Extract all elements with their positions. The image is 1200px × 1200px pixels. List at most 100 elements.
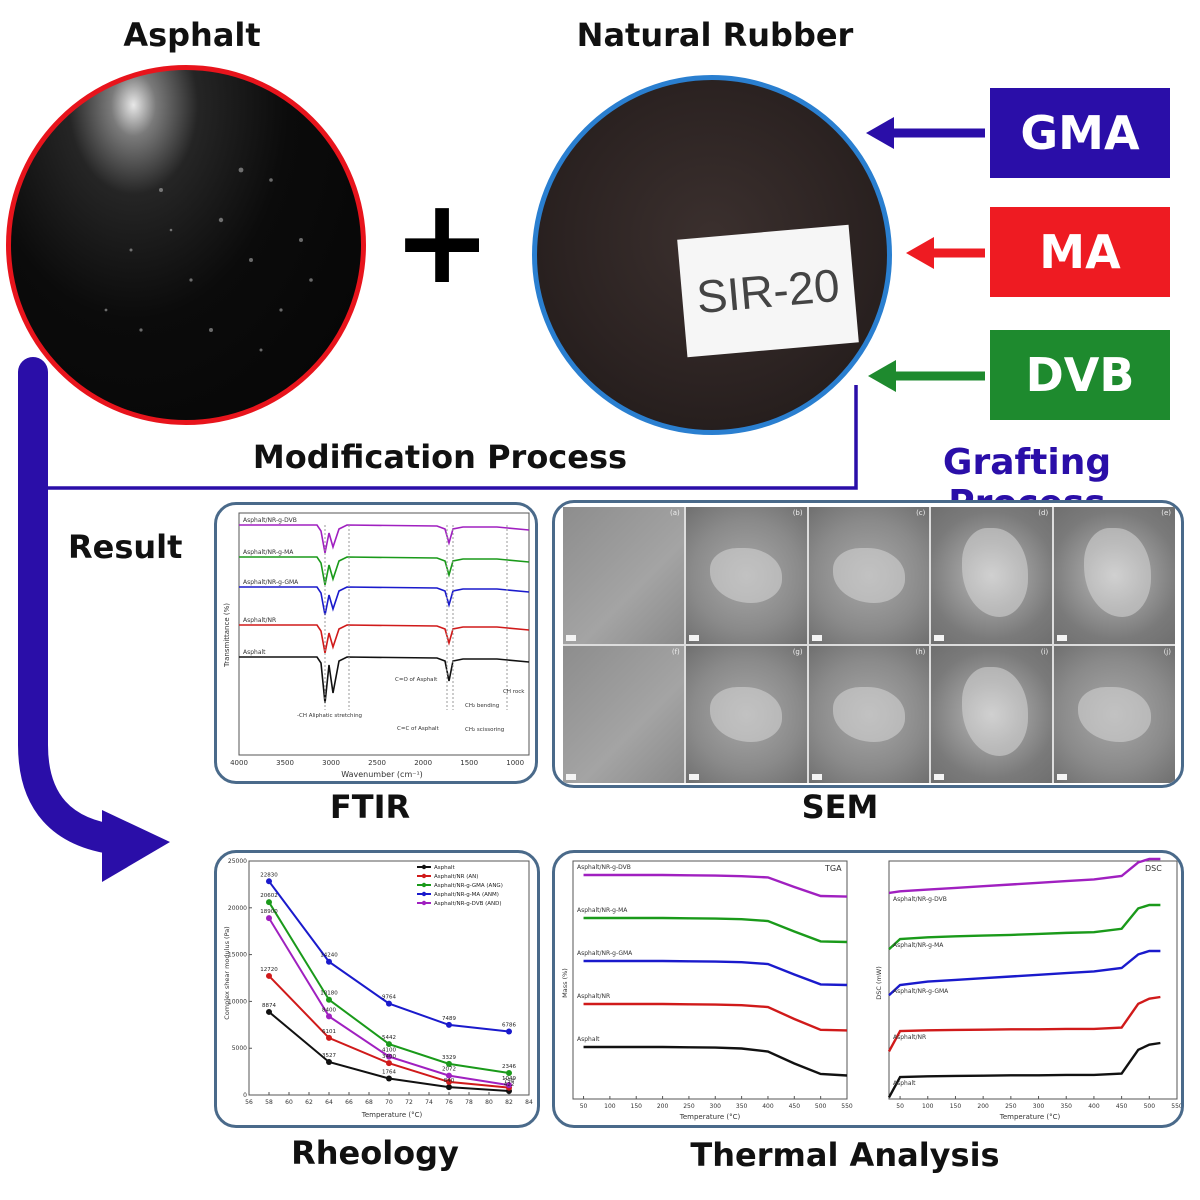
thermal-series-line (888, 949, 1161, 997)
thermal-xtick: 400 (762, 1103, 774, 1110)
sem-micrograph: (c) (808, 507, 930, 644)
thermal-series-line (888, 903, 1161, 951)
rheology-data-label: 14240 (320, 953, 338, 959)
sem-scale-bar (934, 635, 945, 641)
sem-scale-bar (566, 635, 576, 641)
thermal-series-label: Asphalt/NR-g-MA (577, 907, 628, 914)
dvb-box: DVB (990, 330, 1170, 420)
thermal-series-line (583, 959, 848, 987)
rheology-data-point (386, 1075, 392, 1082)
rheology-legend-marker (421, 891, 427, 897)
rheology-xlabel: Temperature (°C) (361, 1111, 423, 1119)
rheology-data-label: 3400 (382, 1054, 396, 1060)
ftir-frame (238, 512, 530, 756)
rheology-legend-label: Asphalt/NR-g-GMA (ANG) (434, 883, 503, 889)
thermal-xtick: 100 (604, 1103, 616, 1110)
ftir-series-line (239, 586, 530, 616)
thermal-series-label: Asphalt/NR (577, 993, 610, 1000)
sem-panel-label: (c) (916, 509, 926, 517)
sem-particle (709, 548, 783, 603)
thermal-xtick: 150 (950, 1103, 962, 1110)
rheology-data-point (266, 915, 272, 922)
ftir-series-label: Asphalt/NR-g-GMA (243, 579, 299, 586)
thermal-xtick: 400 (1088, 1103, 1100, 1110)
rheology-legend-label: Asphalt (434, 865, 456, 871)
gma-box: GMA (990, 88, 1170, 178)
thermal-xtick: 450 (1116, 1103, 1128, 1110)
thermal-xtick: 250 (1005, 1103, 1017, 1110)
sem-panel-label: (g) (792, 648, 803, 656)
sem-particle (832, 687, 906, 742)
natural-rubber-image: SIR-20 (532, 75, 892, 435)
rheology-data-label: 2346 (502, 1064, 516, 1070)
sem-particle (1078, 687, 1151, 742)
thermal-series-line (888, 857, 1161, 895)
rheology-xtick: 76 (445, 1099, 453, 1106)
rheology-data-point (446, 1060, 452, 1067)
thermal-xtick: 350 (1061, 1103, 1073, 1110)
rheology-data-point (326, 1058, 332, 1065)
thermal-frame (572, 860, 848, 1100)
sem-particle (709, 687, 783, 742)
dvb-arrowhead (868, 360, 896, 392)
rheology-data-label: 794 (504, 1079, 515, 1085)
ftir-annotation-4: CH₂ bending (465, 703, 499, 709)
sem-micrograph: (f) (563, 646, 684, 783)
gma-arrowhead (866, 117, 894, 149)
thermal-xtick: 200 (657, 1103, 669, 1110)
sem-panel-label: (d) (1038, 509, 1049, 517)
thermal-series-label: Asphalt/NR-g-DVB (577, 864, 631, 871)
rheology-data-label: 8874 (262, 1003, 276, 1009)
ftir-xtick: 4000 (230, 759, 248, 767)
ftir-chart: Transmittance (%) Wavenumber (cm⁻¹) Asph… (223, 512, 530, 779)
sem-particle (832, 548, 906, 603)
rheology-xtick: 70 (385, 1099, 393, 1106)
rheology-data-point (266, 1008, 272, 1015)
rheology-legend-marker (421, 873, 427, 879)
sem-micrograph: (d) (931, 507, 1053, 644)
rheology-ytick: 5000 (232, 1045, 247, 1052)
rheology-legend-marker (421, 900, 427, 906)
sem-panel-label: (f) (671, 648, 680, 656)
sir-20-label: SIR-20 (677, 224, 859, 358)
thermal-xtick: 550 (1171, 1103, 1181, 1110)
natural-rubber-title: Natural Rubber (576, 16, 854, 54)
sem-micrograph: (h) (808, 646, 930, 783)
rheology-legend-label: Asphalt/NR (AN) (434, 874, 478, 880)
main-flow-arrow (18, 357, 143, 855)
thermal-xtick: 350 (736, 1103, 748, 1110)
rheology-ytick: 15000 (228, 952, 247, 959)
ftir-series-line (239, 524, 530, 554)
ftir-series-label: Asphalt (243, 649, 266, 656)
dsc-title: DSC (1145, 864, 1162, 873)
ftir-annotation-6: CH rock (503, 689, 525, 695)
sem-scale-bar (934, 774, 945, 780)
ftir-annotation-5: CH₂ scissoring (465, 727, 504, 733)
rheology-xtick: 82 (505, 1099, 513, 1106)
main-flow-arrowhead (102, 810, 170, 882)
rheology-ytick: 10000 (228, 998, 247, 1005)
thermal-series-line (583, 916, 848, 944)
ftir-series-label: Asphalt/NR-g-DVB (243, 517, 297, 524)
rheology-data-label: 7489 (442, 1016, 456, 1022)
ftir-series-line (239, 624, 530, 654)
rheology-data-label: 422 (504, 1082, 515, 1088)
ftir-xtick: 2500 (368, 759, 386, 767)
thermal-xtick: 550 (841, 1103, 853, 1110)
rheology-legend-marker (421, 864, 427, 870)
sem-scale-bar (811, 635, 822, 641)
dsc-ylabel: DSC (mW) (875, 966, 883, 1000)
rheology-data-point (386, 1041, 392, 1048)
ftir-caption: FTIR (329, 788, 411, 826)
rheology-xtick: 56 (245, 1099, 253, 1106)
sem-scale-bar (1057, 774, 1068, 780)
thermal-series-line (583, 1045, 848, 1077)
rheology-xtick: 62 (305, 1099, 313, 1106)
rheology-xtick: 74 (425, 1099, 433, 1106)
sem-scale-bar (811, 774, 822, 780)
sem-micrograph: (j) (1054, 646, 1175, 783)
ftir-annotation-2: C=O of Asphalt (395, 677, 438, 683)
